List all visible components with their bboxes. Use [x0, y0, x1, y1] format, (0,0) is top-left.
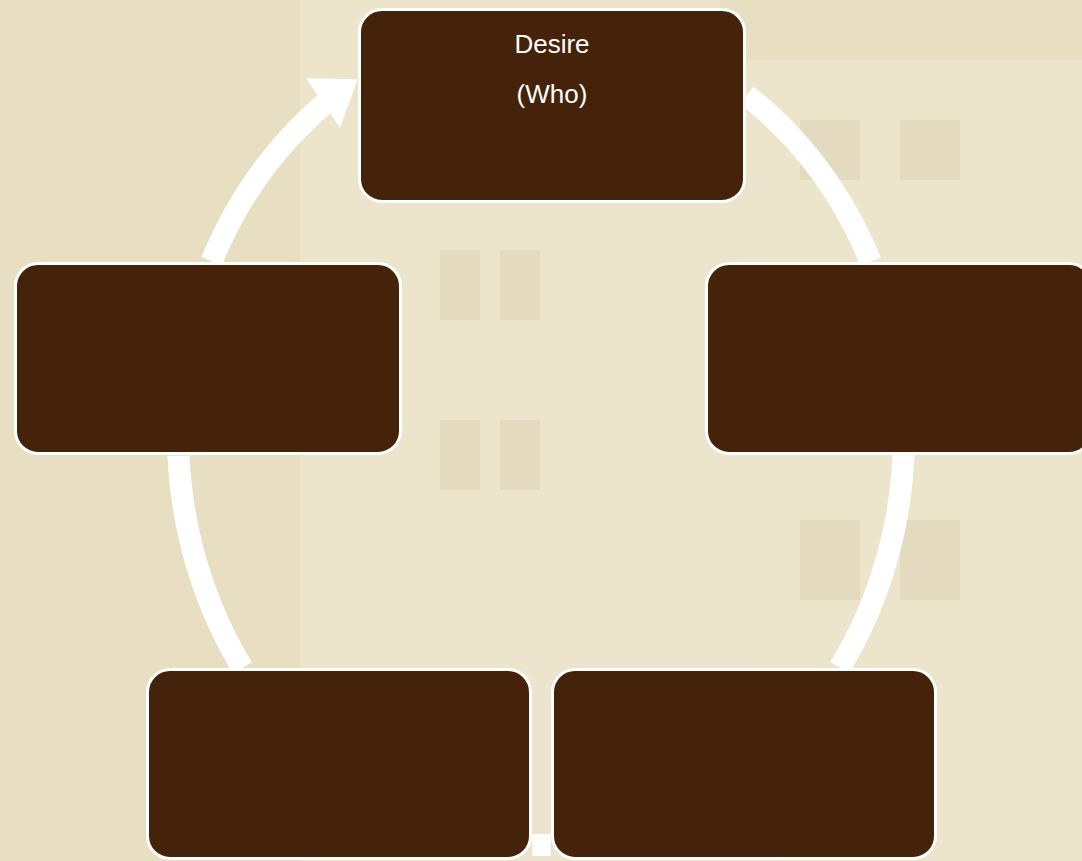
ring-segment	[212, 101, 329, 262]
arrow-head	[306, 78, 358, 128]
cycle-arc	[840, 455, 904, 667]
ring-segment	[532, 834, 550, 856]
ring-segment	[840, 455, 904, 667]
cycle-box	[14, 262, 402, 455]
cycle-box: Desire (Who)	[358, 8, 746, 203]
cycle-arc	[179, 456, 243, 668]
cycle-arc	[532, 844, 550, 845]
cycle-box	[551, 668, 937, 860]
cycle-arc	[747, 95, 871, 261]
cycle-arc	[212, 78, 358, 261]
ring-segment	[179, 456, 243, 668]
box-label: Desire (Who)	[492, 19, 612, 119]
ring-segment	[747, 95, 871, 261]
cycle-box	[146, 668, 532, 860]
cycle-box	[705, 262, 1082, 455]
